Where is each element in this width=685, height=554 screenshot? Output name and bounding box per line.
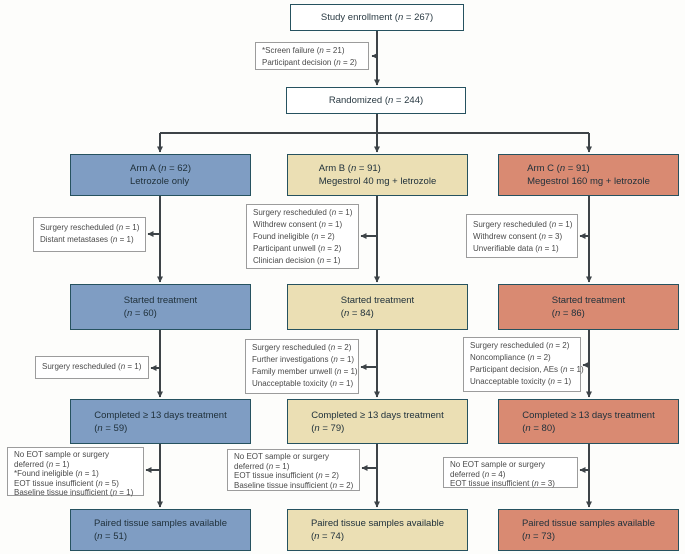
arm-a-treatment: Letrozole only: [129, 176, 190, 187]
exclusion-line: Surgery rescheduled (n = 1): [253, 208, 353, 217]
completed-label: Completed ≥ 13 days treatment: [311, 409, 444, 421]
exclusion-line: Unacceptable toxicity (n = 1): [470, 377, 572, 386]
arm-c-treatment: Megestrol 160 mg + letrozole: [527, 176, 650, 187]
exclusion-line: No EOT sample or surgery: [234, 452, 329, 461]
exclusion-line: Noncompliance (n = 2): [470, 353, 551, 362]
exclusion-line: Further investigations (n = 1): [252, 355, 355, 364]
exclusion-box-a1: Surgery rescheduled (n = 1) Distant meta…: [33, 217, 146, 252]
exclusion-line: Unverifiable data (n = 1): [473, 244, 559, 253]
exclusion-line: Participant unwell (n = 2): [253, 244, 342, 253]
paired-n: (n = 74): [310, 531, 344, 542]
exclusion-line: Unacceptable toxicity (n = 1): [252, 379, 354, 388]
exclusion-line: Surgery rescheduled (n = 1): [42, 362, 142, 371]
exclusion-line: Surgery rescheduled (n = 2): [470, 341, 570, 350]
exclusion-box-b2: Surgery rescheduled (n = 2) Further inve…: [245, 339, 359, 394]
exclusion-line: No EOT sample or surgery: [14, 450, 109, 459]
exclusion-line: Found ineligible (n = 2): [253, 232, 335, 241]
exclusion-line: Distant metastases (n = 1): [40, 235, 134, 244]
started-treatment-box-a: Started treatment (n = 60): [70, 284, 251, 330]
exclusion-line: No EOT sample or surgery: [450, 460, 545, 469]
started-treatment-box-b: Started treatment (n = 84): [287, 284, 468, 330]
exclusion-line: EOT tissue insufficient (n = 5): [14, 478, 119, 488]
exclusion-box-c1: Surgery rescheduled (n = 1) Withdrew con…: [466, 214, 578, 258]
exclusion-box-c3: No EOT sample or surgery deferred (n = 4…: [443, 457, 578, 488]
exclusion-box-b3: No EOT sample or surgery deferred (n = 1…: [227, 449, 360, 491]
exclusion-line: EOT tissue insufficient (n = 2): [234, 471, 339, 481]
paired-label: Paired tissue samples available: [521, 518, 656, 529]
exclusion-line: Clinician decision (n = 1): [253, 256, 341, 265]
started-n: (n = 84): [340, 308, 374, 319]
completed-label: Completed ≥ 13 days treatment: [522, 409, 655, 421]
completed-box-a: Completed ≥ 13 days treatment (n = 59): [70, 399, 251, 444]
exclusion-line: Family member unwell (n = 1): [252, 367, 358, 376]
completed-n: (n = 79): [311, 422, 345, 434]
connector-lines: [145, 31, 592, 508]
exclusion-line: deferred (n = 1): [14, 459, 70, 469]
exclusion-line: Withdrew consent (n = 1): [253, 220, 343, 229]
completed-box-c: Completed ≥ 13 days treatment (n = 80): [498, 399, 679, 444]
exclusion-line: Surgery rescheduled (n = 1): [473, 220, 573, 229]
arm-b-box: Arm B (n = 91) Megestrol 40 mg + letrozo…: [287, 154, 468, 196]
exclusion-line: Participant decision, AEs (n = 1): [470, 365, 584, 374]
paired-samples-box-a: Paired tissue samples available (n = 51): [70, 509, 251, 551]
exclusion-line: Surgery rescheduled (n = 2): [252, 343, 352, 352]
exclusion-line: Surgery rescheduled (n = 1): [40, 223, 140, 232]
completed-box-b: Completed ≥ 13 days treatment (n = 79): [287, 399, 468, 444]
arm-c-label: Arm C (n = 91): [527, 163, 590, 174]
paired-samples-box-b: Paired tissue samples available (n = 74): [287, 509, 468, 551]
randomized-box: Randomized (n = 244): [286, 87, 466, 114]
paired-n: (n = 73): [521, 531, 555, 542]
study-enrollment-label: Study enrollment (n = 267): [320, 12, 434, 23]
started-n: (n = 86): [551, 308, 585, 319]
exclusion-box-c2: Surgery rescheduled (n = 2) Noncomplianc…: [463, 337, 584, 392]
exclusion-line: deferred (n = 1): [234, 461, 290, 471]
paired-label: Paired tissue samples available: [310, 518, 445, 529]
exclusion-line: Baseline tissue insufficient (n = 2): [234, 480, 354, 490]
paired-samples-box-c: Paired tissue samples available (n = 73): [498, 509, 679, 551]
randomized-label: Randomized (n = 244): [328, 95, 424, 106]
arm-a-label: Arm A (n = 62): [129, 163, 191, 174]
exclusion-line: *Found ineligible (n = 1): [14, 469, 99, 479]
arm-b-label: Arm B (n = 91): [318, 163, 381, 174]
paired-n: (n = 51): [93, 531, 127, 542]
arm-b-treatment: Megestrol 40 mg + letrozole: [318, 176, 437, 187]
exclusion-line: deferred (n = 4): [450, 469, 506, 479]
exclusion-box-a2: Surgery rescheduled (n = 1): [35, 356, 149, 379]
exclusion-line: EOT tissue insufficient (n = 3): [450, 479, 555, 489]
study-enrollment-box: Study enrollment (n = 267): [290, 4, 464, 31]
completed-n: (n = 80): [522, 422, 556, 434]
started-label: Started treatment: [551, 295, 626, 306]
completed-n: (n = 59): [94, 422, 128, 434]
completed-label: Completed ≥ 13 days treatment: [94, 409, 227, 421]
started-label: Started treatment: [123, 295, 198, 306]
exclusion-box-b1: Surgery rescheduled (n = 1) Withdrew con…: [246, 204, 359, 269]
exclusion-line: *Screen failure (n = 21): [262, 46, 345, 55]
arm-a-box: Arm A (n = 62) Letrozole only: [70, 154, 251, 196]
screen-failure-box: *Screen failure (n = 21) Participant dec…: [255, 42, 369, 70]
exclusion-line: Baseline tissue insufficient (n = 1): [14, 488, 134, 498]
arm-c-box: Arm C (n = 91) Megestrol 160 mg + letroz…: [498, 154, 679, 196]
paired-label: Paired tissue samples available: [93, 518, 228, 529]
started-label: Started treatment: [340, 295, 415, 306]
started-n: (n = 60): [123, 308, 157, 319]
exclusion-box-a3: No EOT sample or surgery deferred (n = 1…: [7, 447, 144, 498]
exclusion-line: Participant decision (n = 2): [262, 58, 357, 67]
exclusion-line: Withdrew consent (n = 3): [473, 232, 563, 241]
started-treatment-box-c: Started treatment (n = 86): [498, 284, 679, 330]
